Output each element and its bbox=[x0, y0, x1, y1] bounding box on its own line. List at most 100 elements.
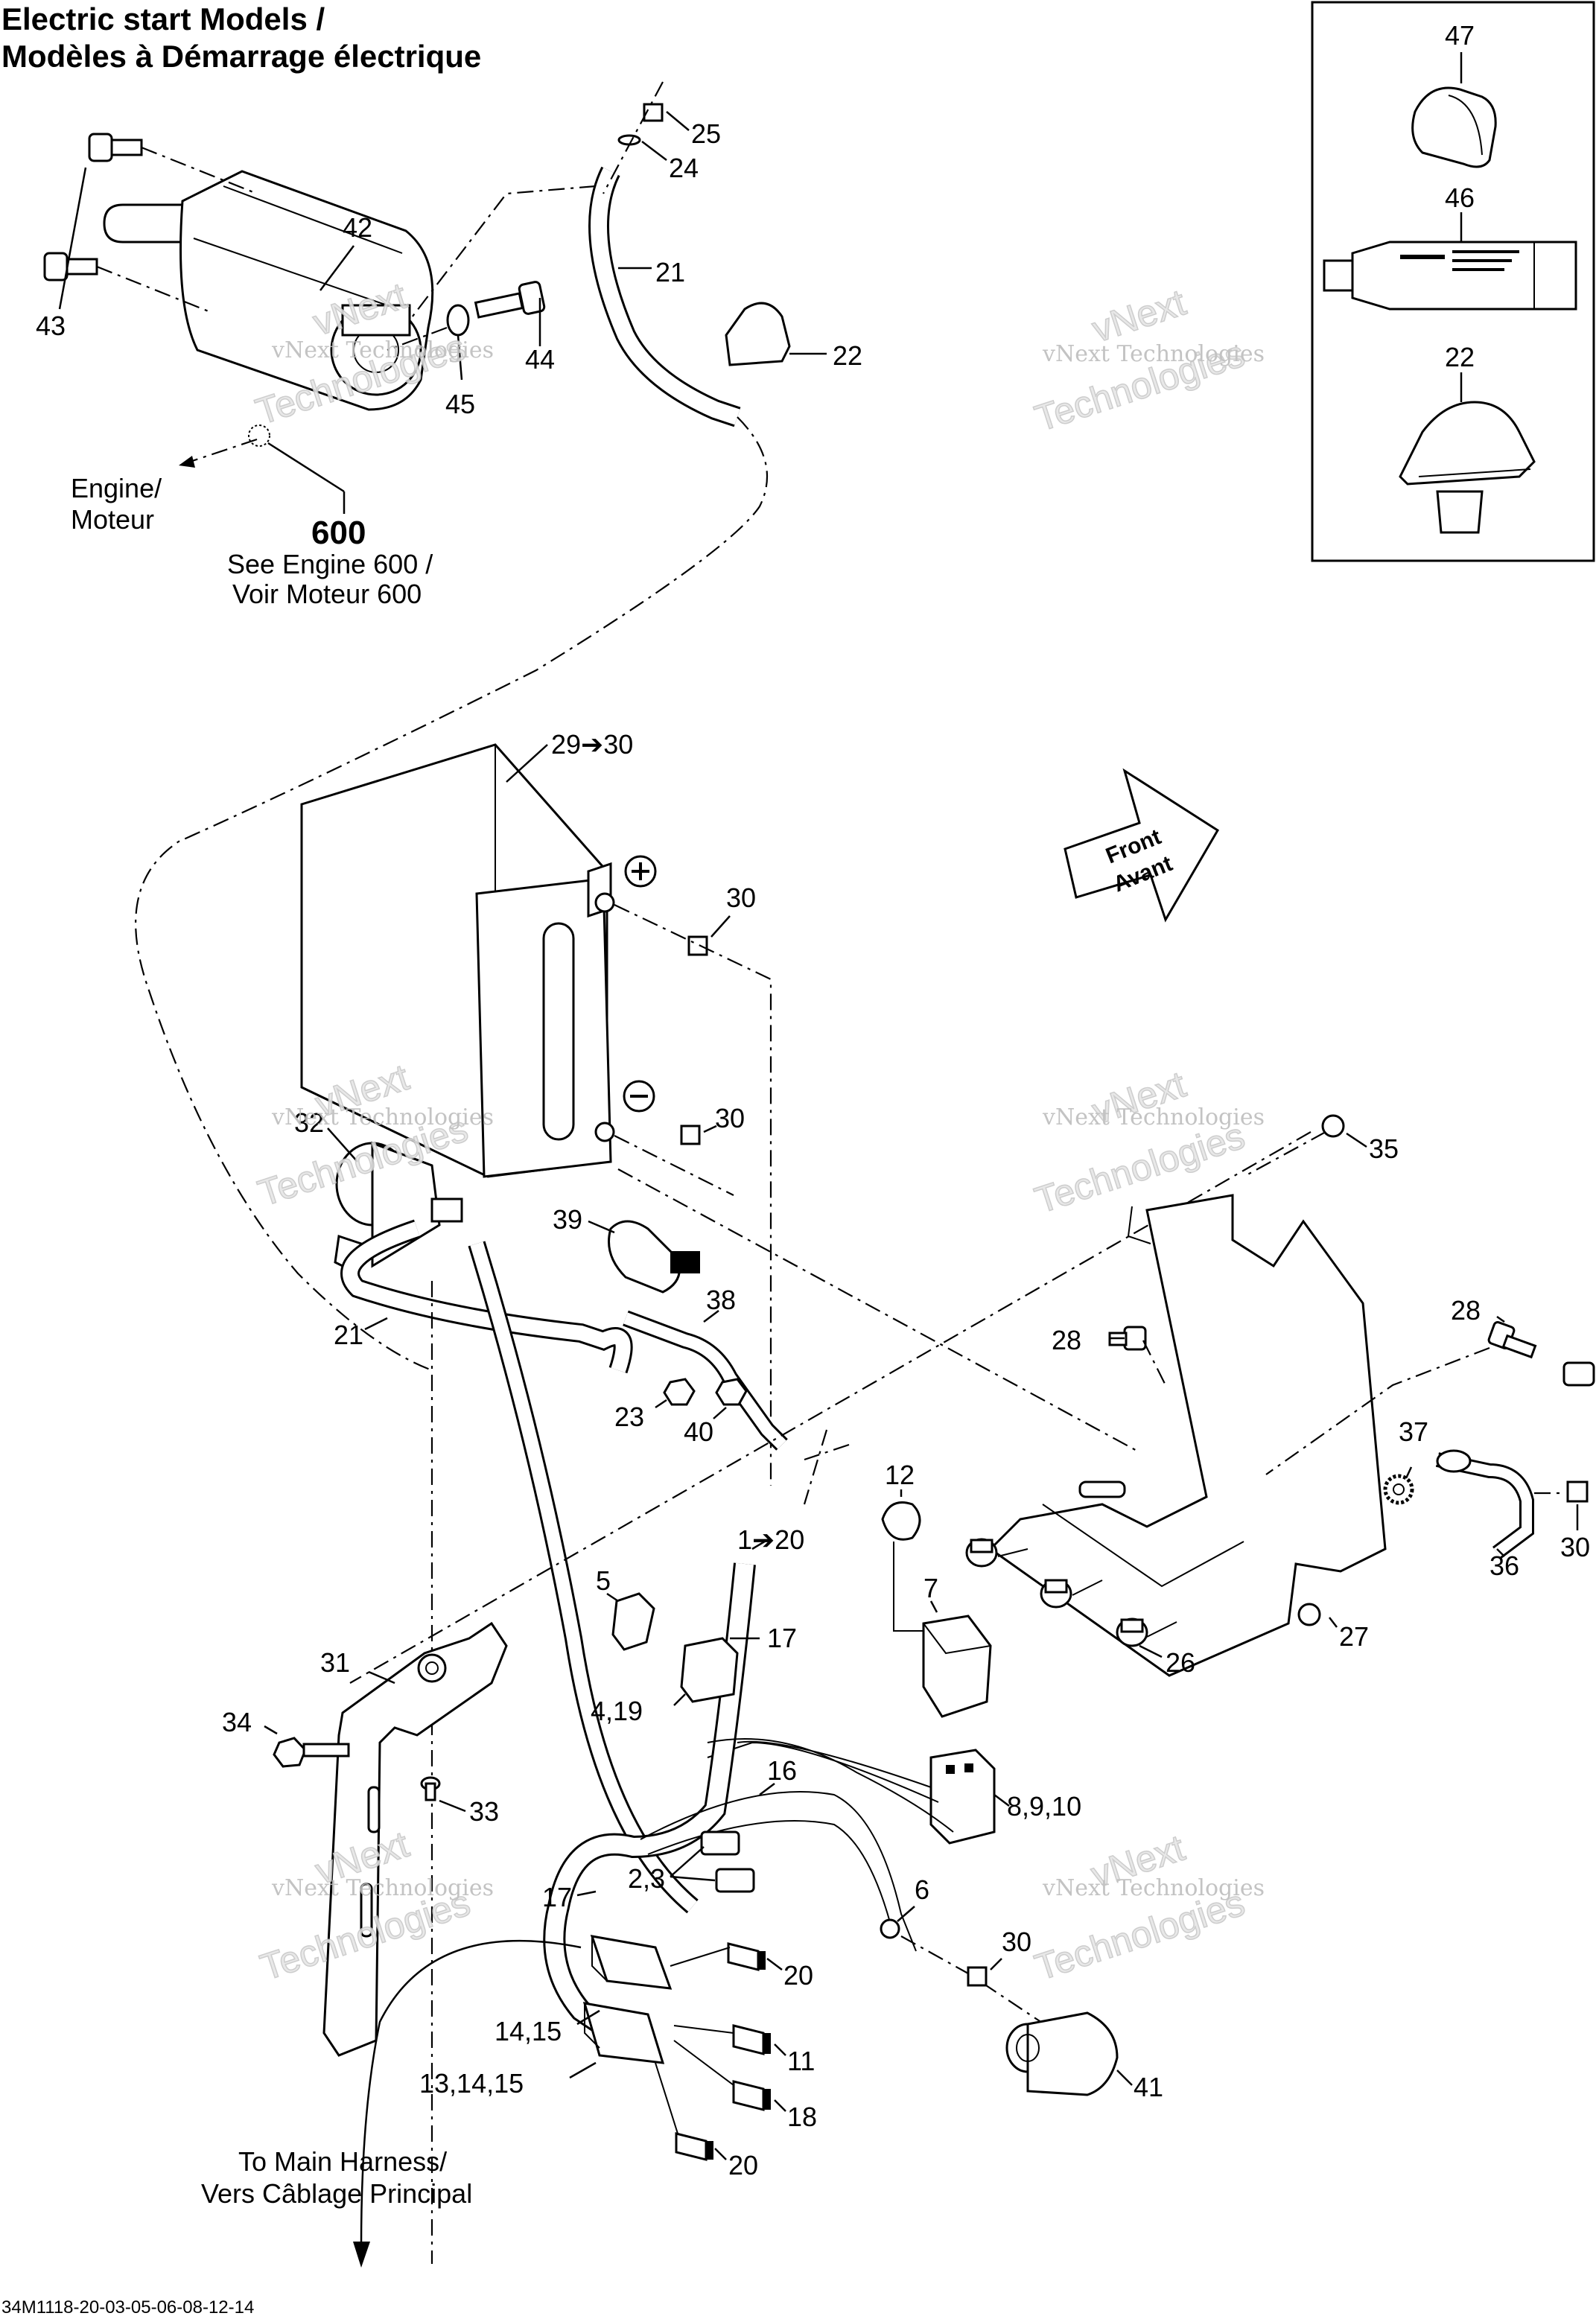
power-socket-part-41 bbox=[1005, 2011, 1119, 2096]
inset-box: 47 46 22 bbox=[1311, 1, 1595, 562]
nut-part-40 bbox=[715, 1378, 748, 1406]
screw-part-33 bbox=[420, 1776, 441, 1801]
callout-28-a: 28 bbox=[1052, 1325, 1081, 1355]
bolt-part-28-b bbox=[1487, 1321, 1537, 1359]
callout-29-30: 29➔30 bbox=[551, 729, 633, 760]
callout-39: 39 bbox=[553, 1204, 582, 1235]
connector-part-3 bbox=[715, 1868, 755, 1893]
callout-17-lower: 17 bbox=[542, 1882, 572, 1912]
grease-tube-part-46 bbox=[1323, 241, 1577, 311]
bracket-part-31 bbox=[322, 1621, 508, 2057]
watermark-text-5: vNext Technologies bbox=[271, 1875, 494, 1901]
main-harness-label-fr: Vers Câblage Principal bbox=[201, 2178, 472, 2209]
nut-part-30-c bbox=[1566, 1480, 1589, 1503]
star-washer-part-37 bbox=[1383, 1474, 1414, 1505]
clip-part-12 bbox=[881, 1501, 921, 1541]
callout-33: 33 bbox=[469, 1796, 499, 1827]
engine-label-fr: Moteur bbox=[71, 504, 154, 535]
callout-30-d: 30 bbox=[1002, 1927, 1031, 1957]
nut-part-35 bbox=[1321, 1114, 1345, 1138]
boot-part-39 bbox=[608, 1220, 700, 1294]
callout-23: 23 bbox=[614, 1402, 644, 1432]
callout-40: 40 bbox=[684, 1416, 713, 1447]
callout-6: 6 bbox=[915, 1874, 929, 1905]
callout-22-inset: 22 bbox=[1445, 342, 1475, 372]
starter-motor-part-42 bbox=[103, 170, 434, 411]
callout-22: 22 bbox=[833, 340, 862, 371]
callout-47: 47 bbox=[1445, 20, 1475, 51]
watermark-text-6: vNext Technologies bbox=[1042, 1875, 1265, 1901]
connector-part-4 bbox=[680, 1637, 739, 1703]
nut-part-30-b bbox=[680, 1124, 701, 1145]
grommet-part-26-a bbox=[965, 1538, 998, 1568]
fuse-holder-part-14 bbox=[590, 1935, 673, 1990]
callout-38: 38 bbox=[706, 1285, 736, 1315]
callout-18: 18 bbox=[787, 2102, 817, 2132]
callout-5: 5 bbox=[596, 1565, 611, 1596]
callout-32: 32 bbox=[294, 1107, 324, 1138]
callout-46: 46 bbox=[1445, 182, 1475, 213]
callout-26: 26 bbox=[1166, 1647, 1195, 1678]
callout-36: 36 bbox=[1490, 1550, 1519, 1581]
callout-17-upper: 17 bbox=[767, 1623, 797, 1653]
grommet-part-26-c bbox=[1116, 1617, 1148, 1647]
callout-4-19: 4,19 bbox=[591, 1696, 643, 1726]
front-direction-arrow: Front Avant bbox=[1064, 768, 1220, 923]
callout-30-a: 30 bbox=[726, 882, 756, 913]
engine-see-en: See Engine 600 / bbox=[227, 549, 433, 579]
watermark-vnext-2: vNext bbox=[1087, 281, 1191, 351]
negative-terminal-icon bbox=[623, 1080, 655, 1113]
battery-part-29 bbox=[300, 743, 615, 1178]
callout-30-c: 30 bbox=[1560, 1532, 1590, 1562]
callout-11: 11 bbox=[787, 2046, 815, 2076]
engine-see-fr: Voir Moteur 600 bbox=[232, 579, 422, 609]
bolt-part-34 bbox=[273, 1737, 350, 1768]
engine-ref-number: 600 bbox=[311, 515, 366, 551]
callout-41: 41 bbox=[1134, 2072, 1163, 2102]
grommet-part-26-b bbox=[1040, 1579, 1072, 1609]
callout-25: 25 bbox=[691, 118, 721, 149]
diagram-title-fr: Modèles à Démarrage électrique bbox=[1, 39, 481, 74]
connector-part-2 bbox=[700, 1830, 740, 1856]
callout-1-20: 1➔20 bbox=[737, 1524, 804, 1555]
fuse-part-20-upper bbox=[727, 1942, 766, 1971]
callout-16: 16 bbox=[767, 1755, 797, 1786]
clip-part-22 bbox=[725, 302, 791, 366]
watermark-text-4: vNext Technologies bbox=[1042, 1104, 1265, 1130]
callout-7: 7 bbox=[923, 1573, 938, 1603]
callout-20-upper: 20 bbox=[783, 1960, 813, 1991]
main-harness-label-en: To Main Harness/ bbox=[238, 2146, 447, 2177]
relay-socket-part-8 bbox=[929, 1749, 996, 1845]
callout-24: 24 bbox=[669, 153, 699, 183]
relay-part-7 bbox=[922, 1615, 992, 1718]
bolt-part-43-upper bbox=[88, 133, 143, 162]
callout-20-lower: 20 bbox=[728, 2150, 758, 2180]
nut-part-25 bbox=[643, 103, 664, 122]
fuse-part-11 bbox=[732, 2024, 771, 2055]
watermark-text-3: vNext Technologies bbox=[271, 1104, 494, 1130]
footer-drawing-code: 34M1118-20-03-05-06-08-12-14 bbox=[1, 2297, 254, 2318]
battery-tray-part-27 bbox=[988, 1194, 1387, 1677]
callout-2-3: 2,3 bbox=[628, 1863, 665, 1894]
clip-part-22-inset bbox=[1399, 401, 1536, 534]
bolt-part-28-c bbox=[1562, 1361, 1595, 1387]
fuse-part-20-lower bbox=[675, 2132, 713, 2161]
fuse-holder-part-13 bbox=[582, 2002, 665, 2064]
bolt-part-43-lower bbox=[43, 252, 98, 281]
callout-31: 31 bbox=[320, 1647, 350, 1678]
callout-13-14-15: 13,14,15 bbox=[419, 2068, 524, 2099]
eyelet-part-6 bbox=[880, 1918, 900, 1939]
clip-part-5 bbox=[611, 1592, 655, 1651]
nut-part-30-a bbox=[687, 935, 708, 956]
watermark-text-2: vNext Technologies bbox=[1042, 341, 1265, 367]
callout-21-lower: 21 bbox=[334, 1320, 363, 1350]
nut-part-30-d bbox=[967, 1966, 988, 1987]
callout-8-9-10: 8,9,10 bbox=[1007, 1791, 1081, 1822]
callout-12: 12 bbox=[885, 1460, 915, 1490]
callout-45: 45 bbox=[445, 389, 475, 419]
callout-35: 35 bbox=[1369, 1133, 1399, 1164]
callout-37: 37 bbox=[1399, 1416, 1428, 1447]
callout-44: 44 bbox=[525, 344, 555, 375]
positive-terminal-icon bbox=[624, 855, 657, 888]
